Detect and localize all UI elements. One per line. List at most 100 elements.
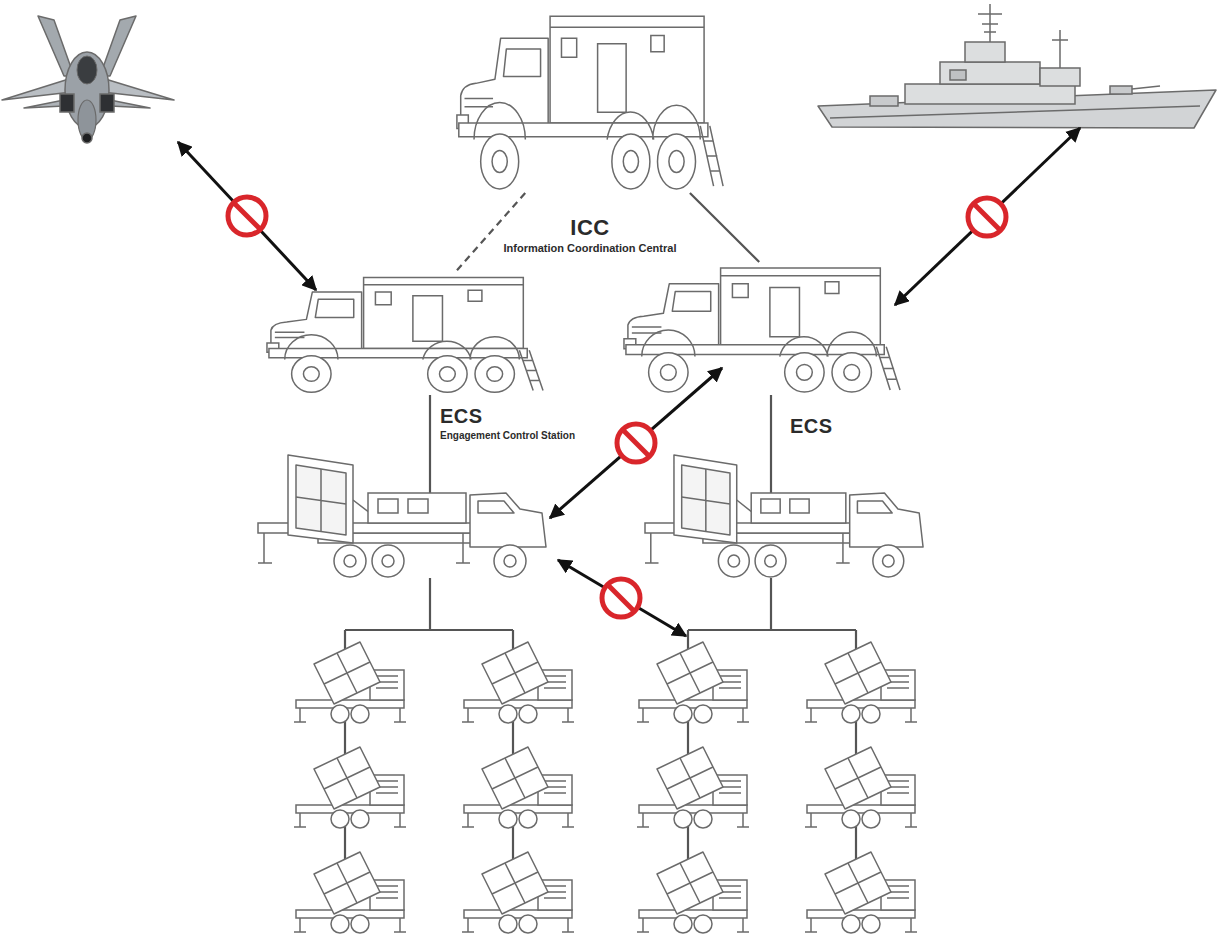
- command-truck: [721, 268, 881, 345]
- launcher: [462, 747, 574, 828]
- command-truck: [598, 44, 627, 113]
- vehicle-label: ECS: [790, 415, 833, 438]
- command-truck: [423, 337, 520, 360]
- launcher: [835, 653, 881, 693]
- radar-truck: [883, 555, 895, 567]
- command-truck: [651, 35, 664, 51]
- launcher: [296, 805, 404, 813]
- launcher: [657, 852, 723, 914]
- vehicle-caption: Information Coordination Central: [455, 242, 725, 255]
- launcher: [694, 810, 712, 828]
- prohibited-symbol: [968, 198, 1006, 236]
- radar-truck: [765, 555, 777, 567]
- radar-truck: [728, 555, 740, 567]
- command-truck: [364, 277, 524, 348]
- command-truck: [732, 284, 748, 298]
- launcher: [639, 805, 747, 813]
- prohibited-symbol: [228, 197, 266, 235]
- radar-truck: [470, 493, 546, 547]
- prohibited-symbol: [623, 430, 649, 456]
- launcher: [499, 810, 517, 828]
- command-truck: [669, 151, 684, 173]
- destroyer-ship: [965, 42, 1005, 62]
- prohibited-symbol: [234, 203, 260, 229]
- launcher: [637, 708, 749, 722]
- launcher: [807, 910, 915, 918]
- command-truck: [561, 38, 576, 57]
- launcher: [862, 705, 880, 723]
- launcher: [667, 758, 713, 798]
- launcher: [637, 747, 749, 828]
- launcher: [825, 642, 891, 704]
- launcher: [862, 810, 880, 828]
- command-truck: [649, 353, 688, 392]
- radar-truck: [857, 501, 892, 513]
- launcher: [331, 915, 349, 933]
- link-line: [690, 193, 759, 262]
- launcher: [637, 642, 749, 723]
- destroyer-ship: [1132, 86, 1160, 89]
- launcher: [805, 852, 917, 933]
- vehicle-node: ICCInformation Coordination Central: [455, 8, 725, 193]
- command-truck: [550, 16, 704, 123]
- blocked-link-arrow: [558, 560, 686, 636]
- radar-truck: [408, 499, 428, 513]
- launcher: [294, 918, 406, 932]
- prohibited-symbol: [602, 579, 640, 617]
- radar-truck: [790, 499, 809, 513]
- link-line: [770, 578, 772, 630]
- launcher: [667, 653, 713, 693]
- command-truck: [624, 268, 900, 392]
- prohibited-symbol: [617, 424, 655, 462]
- blocked-link-arrow: [558, 560, 686, 636]
- launcher: [835, 758, 881, 798]
- radar-truck: [751, 493, 846, 523]
- radar-truck: [296, 465, 346, 535]
- launcher: [462, 708, 574, 722]
- radar-truck: [674, 455, 737, 543]
- command-truck: [825, 282, 839, 294]
- launcher: [639, 910, 747, 918]
- launcher: [805, 708, 917, 722]
- launcher: [464, 910, 572, 918]
- launcher: [314, 747, 380, 809]
- command-truck: [428, 356, 467, 392]
- prohibited-symbol: [974, 204, 1000, 230]
- launcher: [324, 758, 370, 798]
- fighter-jet: [38, 16, 74, 76]
- command-truck: [364, 284, 524, 286]
- command-truck: [375, 292, 391, 305]
- launcher: [637, 813, 749, 827]
- link-line: [429, 578, 431, 630]
- label-group: ECSEngagement Control Station: [440, 405, 575, 442]
- launcher: [805, 642, 917, 723]
- command-truck: [315, 299, 353, 317]
- launcher: [462, 642, 574, 723]
- vehicle-label: ICC: [455, 215, 725, 240]
- prohibited-symbol: [602, 579, 640, 617]
- command-truck: [658, 134, 696, 189]
- command-truck: [267, 277, 543, 392]
- radar-truck: [645, 455, 923, 577]
- label-group: ICC Information Coordination Central: [455, 215, 725, 255]
- command-truck: [660, 364, 676, 380]
- fighter-jet: [60, 94, 74, 112]
- launcher: [331, 810, 349, 828]
- radar-truck: [494, 545, 526, 577]
- radar-truck: [755, 545, 786, 577]
- launcher: [296, 700, 404, 708]
- launcher: [805, 813, 917, 827]
- launcher: [296, 910, 404, 918]
- command-truck: [457, 16, 723, 189]
- command-truck: [481, 134, 519, 189]
- command-truck: [440, 367, 456, 382]
- launcher: [825, 747, 891, 809]
- command-truck: [628, 284, 719, 347]
- command-truck: [475, 356, 514, 392]
- link-line: [688, 629, 856, 631]
- command-truck: [700, 126, 723, 186]
- command-truck: [770, 288, 800, 337]
- radar-truck: [682, 469, 730, 532]
